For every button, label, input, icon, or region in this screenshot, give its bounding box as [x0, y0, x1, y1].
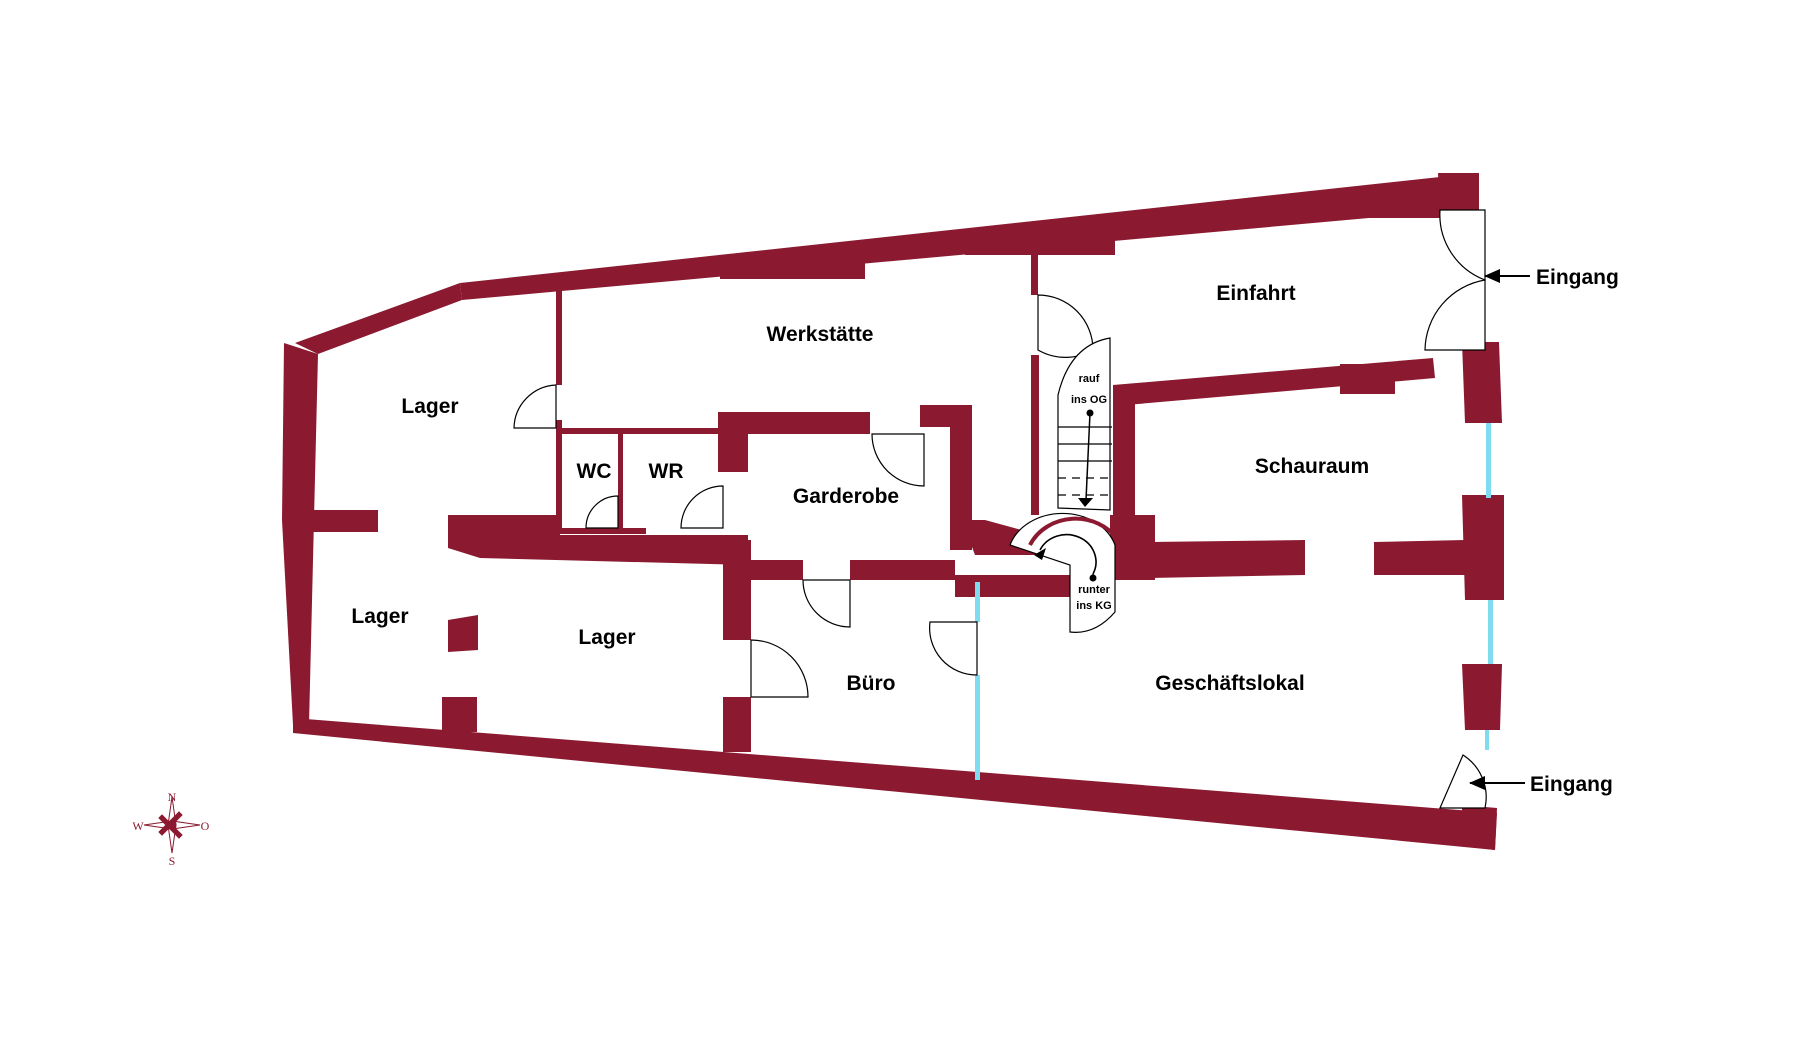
room-label-garderobe: Garderobe: [793, 485, 899, 508]
room-label-schauraum: Schauraum: [1255, 455, 1369, 478]
windows: [975, 423, 1493, 780]
room-label-lager-north: Lager: [401, 395, 458, 418]
doors: [513, 209, 1487, 809]
stairs-down-label-line1: runter: [1078, 584, 1111, 596]
compass-e: O: [201, 819, 210, 833]
stairs-up-label-line2: ins OG: [1071, 394, 1107, 406]
stairs-down-label-line2: ins KG: [1076, 600, 1111, 612]
room-label-wr: WR: [649, 460, 684, 483]
room-label-werkstaette: Werkstätte: [767, 323, 874, 346]
stairs-up-label-line1: rauf: [1079, 373, 1100, 385]
room-label-wc: WC: [577, 460, 612, 483]
stairs-up: [1057, 337, 1112, 511]
entrance-label-north: Eingang: [1536, 266, 1619, 289]
entrance-arrow-south: [1469, 776, 1525, 790]
room-label-buero: Büro: [847, 672, 896, 695]
compass-rose: N S W O: [132, 790, 209, 868]
interior-walls: [305, 196, 1465, 752]
compass-n: N: [168, 790, 177, 804]
room-label-einfahrt: Einfahrt: [1216, 282, 1295, 305]
compass-w: W: [132, 819, 144, 833]
room-label-geschaeftslokal: Geschäftslokal: [1155, 672, 1304, 695]
stairs-down: [1009, 512, 1120, 633]
entrance-arrow-north: [1484, 269, 1530, 283]
room-label-lager-south: Lager: [578, 626, 635, 649]
outer-walls: [282, 173, 1504, 850]
entrance-label-south: Eingang: [1530, 773, 1613, 796]
room-label-lager-west: Lager: [351, 605, 408, 628]
compass-s: S: [169, 854, 176, 868]
